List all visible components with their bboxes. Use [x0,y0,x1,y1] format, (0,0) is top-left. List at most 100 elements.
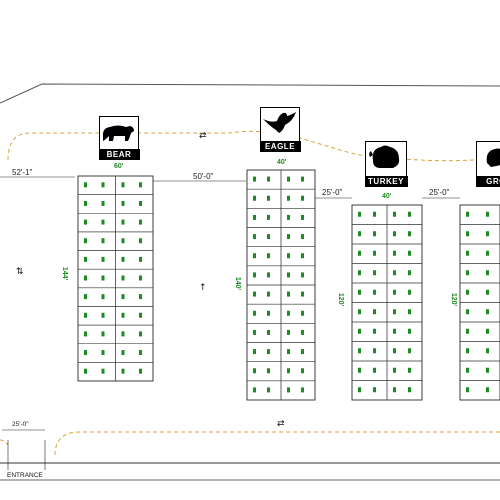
unit-size-mark [358,250,361,256]
storage-unit [115,306,154,326]
storage-unit [77,306,116,326]
unit-size-mark [121,275,125,281]
unit-size-mark [253,214,256,220]
unit-size-mark [373,231,376,237]
eagle-turkey-gap-dimension: 25'-0" [322,188,343,197]
unit-size-mark [466,367,469,373]
unit-size-mark [121,312,125,318]
unit-size-mark [466,270,469,276]
unit-size-mark [84,331,87,337]
unit-size-mark [101,219,105,225]
storage-unit [386,360,423,381]
unit-size-mark [267,234,270,240]
storage-unit [280,323,316,343]
storage-unit [280,208,316,228]
unit-size-mark [84,368,87,374]
unit-size-mark [358,328,361,334]
turkey-grouse-gap-dimension: 25'-0" [429,188,450,197]
unit-size-mark [358,348,361,354]
eagle-icon [263,112,296,133]
storage-unit [115,287,154,307]
turkey-icon [369,145,400,168]
unit-size-mark [486,367,489,373]
unit-size-mark [373,250,376,256]
unit-size-mark [121,294,125,300]
unit-size-mark [253,291,256,297]
storage-unit [386,302,423,323]
eagle-width-dimension: 40' [277,159,287,166]
unit-size-mark [408,387,411,393]
unit-size-mark [253,253,256,259]
unit-size-mark [121,256,125,262]
unit-size-mark [466,309,469,315]
unit-size-mark [408,270,411,276]
storage-unit [351,341,388,362]
storage-unit [246,380,282,401]
unit-size-mark [139,238,142,244]
unit-size-mark [84,312,87,318]
unit-size-mark [301,176,304,182]
storage-unit [280,361,316,382]
unit-size-mark [287,387,290,393]
unit-size-mark [287,195,290,201]
unit-size-mark [466,211,469,217]
unit-size-mark [267,349,270,355]
unit-size-mark [301,349,304,355]
unit-size-mark [301,253,304,259]
bear-sign-label: BEAR [98,148,140,160]
unit-size-mark [408,328,411,334]
storage-unit [280,265,316,286]
unit-size-mark [301,368,304,374]
unit-size-mark [373,211,376,217]
traffic-arrow-icon: ⇄ [199,131,207,141]
unit-size-mark [393,328,396,334]
unit-size-mark [253,234,256,240]
storage-unit [351,243,388,264]
turkey-depth-dimension: 120' [337,292,345,307]
unit-size-mark [466,231,469,237]
unit-size-mark [84,256,87,262]
bear-unit-block [77,175,154,382]
storage-unit [115,324,154,344]
storage-unit [246,227,282,247]
unit-size-mark [486,289,489,295]
storage-unit [351,224,388,245]
storage-unit [386,282,423,303]
storage-unit [351,204,388,225]
storage-unit [77,324,116,344]
storage-unit [246,342,282,362]
storage-unit [386,243,423,264]
unit-size-mark [101,312,105,318]
unit-size-mark [139,182,142,188]
storage-unit [459,380,500,401]
unit-size-mark [301,195,304,201]
unit-size-mark [486,270,489,276]
storage-unit [77,362,116,382]
unit-size-mark [408,309,411,315]
unit-size-mark [393,211,396,217]
unit-size-mark [486,348,489,354]
unit-size-mark [393,270,396,276]
storage-unit [115,343,154,363]
unit-size-mark [253,310,256,316]
unit-size-mark [486,231,489,237]
traffic-arrow-icon: ↑ [199,283,207,293]
storage-unit [280,188,316,209]
unit-size-mark [393,309,396,315]
unit-size-mark [267,272,270,278]
storage-unit [246,169,282,190]
unit-size-mark [139,256,142,262]
storage-unit [77,194,116,214]
unit-size-mark [253,272,256,278]
storage-unit [77,343,116,363]
bear-depth-dimension: 144' [61,266,69,281]
unit-size-mark [466,387,469,393]
traffic-arrow-icon: ⇅ [16,267,24,277]
storage-unit [280,380,316,401]
storage-unit [246,246,282,267]
unit-size-mark [393,250,396,256]
unit-size-mark [358,367,361,373]
unit-size-mark [121,350,125,356]
unit-size-mark [373,387,376,393]
storage-unit [115,362,154,382]
